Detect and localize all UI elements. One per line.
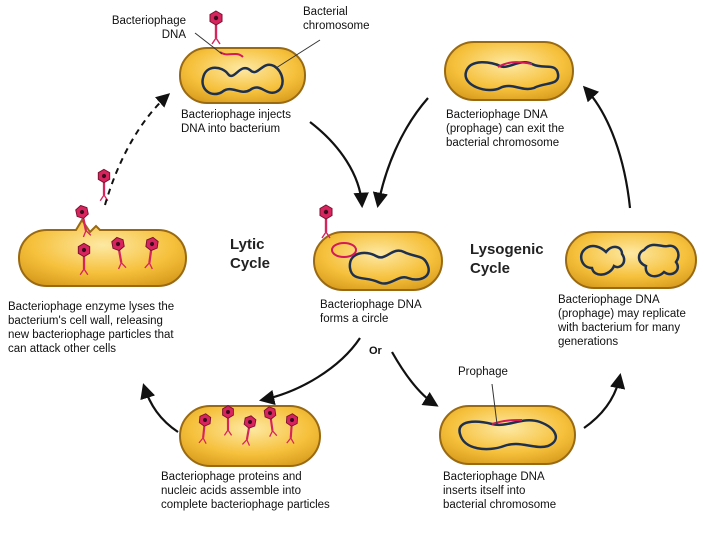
leader-line-prophage (491, 383, 498, 425)
bacteriophage-icon (97, 168, 111, 202)
bacteriophage-icon (144, 236, 159, 270)
bacteriophage-group (75, 10, 333, 446)
bacteriophage-icon (77, 242, 91, 276)
cell-prophage-exit (444, 41, 574, 101)
bacteriophage-icon (209, 10, 223, 45)
label-or-branch: Or (369, 345, 382, 357)
label-phage-dna: Bacteriophage DNA (111, 15, 186, 41)
arrow-replicate-to-exit (582, 85, 632, 209)
bacteriophage-icon (222, 405, 234, 436)
bacterial-chromosome-loop (458, 419, 558, 451)
cell-integration (439, 405, 576, 465)
step-insert: Bacteriophage DNA inserts itself into ba… (443, 471, 557, 511)
arrow-assemble-to-lyse (140, 383, 179, 433)
bacterial-chromosome-loop (201, 63, 284, 96)
label-prophage: Prophage (458, 366, 508, 378)
arrow-lyse-to-inject (104, 93, 171, 206)
step-assemble: Bacteriophage proteins and nucleic acids… (161, 471, 330, 511)
arrow-circle-to-insert (391, 351, 439, 407)
label-bacterial-chromosome: Bacterial chromosome (303, 6, 370, 32)
bacterial-chromosome-loop (637, 243, 680, 278)
bacteriophage-icon (263, 406, 278, 437)
bacterial-chromosome-loop (580, 244, 626, 276)
bacteriophage-icon (75, 204, 92, 238)
injected-phage-dna (219, 51, 244, 58)
title-lysogenic-cycle: Lysogenic Cycle (470, 241, 544, 277)
step-circle: Bacteriophage DNA forms a circle (320, 299, 422, 325)
cell-injection (179, 47, 306, 104)
title-lytic-cycle: Lytic Cycle (230, 236, 271, 272)
circular-phage-dna (331, 242, 357, 258)
prophage-dna-segment (497, 61, 533, 68)
bacteriophage-icon (285, 413, 299, 444)
arrow-exit-to-circle (372, 97, 429, 209)
cell-assembly (179, 405, 321, 467)
step-inject: Bacteriophage injects DNA into bacterium (181, 109, 291, 135)
cell-dividing (565, 231, 697, 289)
arrow-insert-to-replicate (583, 372, 626, 429)
bacteriophage-icon (241, 415, 257, 446)
leader-line-chromosome (275, 39, 321, 69)
bacterial-chromosome-loop (348, 249, 430, 285)
bacteriophage-icon (111, 236, 127, 270)
step-exit: Bacteriophage DNA (prophage) can exit th… (446, 109, 565, 149)
bacteriophage-icon (198, 413, 212, 444)
step-replicate: Bacteriophage DNA (prophage) may replica… (558, 294, 686, 348)
leader-line-phage-dna (194, 32, 223, 55)
integrated-prophage-dna (491, 419, 523, 425)
arrow-circle-to-assemble (258, 337, 361, 405)
step-lyse: Bacteriophage enzyme lyses the bacterium… (8, 301, 175, 355)
bacteriophage-icon (319, 204, 333, 239)
arrow-inject-to-circle (309, 121, 369, 209)
cell-lysing (17, 218, 188, 287)
cell-dna-circle (313, 231, 443, 291)
